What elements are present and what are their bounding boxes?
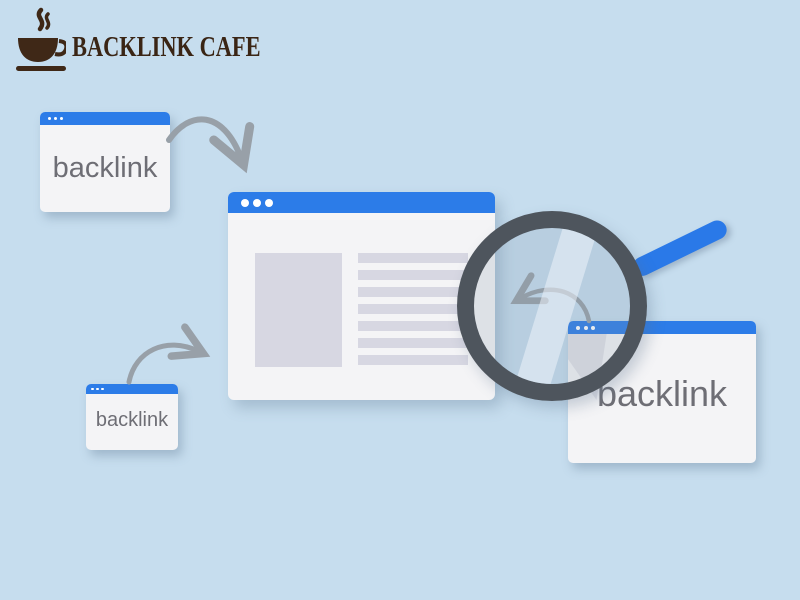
backlink-window-bottom: backlink — [86, 384, 178, 450]
coffee-cup-icon — [14, 6, 66, 76]
target-website-window — [228, 192, 495, 400]
backlink-window-top: backlink — [40, 112, 170, 212]
window-dots-icon — [48, 117, 66, 120]
logo: BACKLINK CAFE — [14, 6, 308, 76]
window-titlebar — [86, 384, 178, 394]
window-titlebar — [40, 112, 170, 125]
backlink-label: backlink — [596, 373, 728, 414]
lens-glare — [501, 228, 605, 384]
window-dots-icon — [241, 198, 277, 207]
window-titlebar — [228, 192, 495, 213]
window-dots-icon — [91, 387, 106, 391]
magnifying-glass-icon — [457, 211, 647, 401]
backlink-label: backlink — [52, 152, 158, 184]
text-placeholder-lines — [358, 253, 468, 372]
arrow-bottom-icon — [126, 323, 211, 385]
arrow-top-icon — [166, 116, 255, 174]
backlink-label: backlink — [95, 409, 169, 431]
image-placeholder — [255, 253, 342, 367]
brand-name: BACKLINK CAFE — [72, 32, 261, 63]
magnifier-handle — [629, 217, 730, 280]
